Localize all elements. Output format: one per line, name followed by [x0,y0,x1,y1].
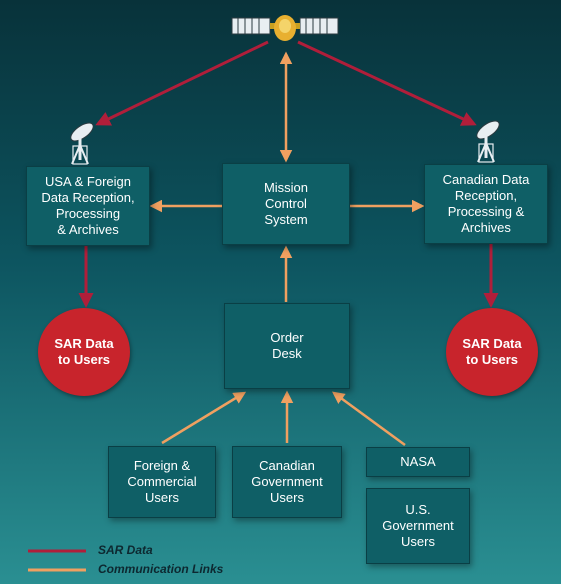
canadian-government-box: Canadian Government Users [232,446,342,518]
sar-data-right-circle: SAR Data to Users [446,308,538,396]
satellite-icon [231,15,339,41]
order-desk-box: Order Desk [224,303,350,389]
nasa-box: NASA [366,447,470,477]
canadian-data-box: Canadian Data Reception, Processing & Ar… [424,164,548,244]
antenna-dish-icon [476,120,500,163]
legend-comm-label: Communication Links [98,562,224,576]
us-government-box: U.S. Government Users [366,488,470,564]
foreign-to-orderdesk-link [161,391,247,445]
antenna-dish-icon [70,122,94,165]
usa-foreign-box: USA & Foreign Data Reception, Processing… [26,166,150,246]
mission-control-box: Mission Control System [222,163,350,245]
sar-data-left-circle: SAR Data to Users [38,308,130,396]
foreign-commercial-box: Foreign & Commercial Users [108,446,216,518]
nasa-to-orderdesk-link [331,391,406,447]
sat-to-canada-link [297,40,477,126]
sat-to-usa-link [95,40,269,126]
legend-sar-label: SAR Data [98,543,153,557]
